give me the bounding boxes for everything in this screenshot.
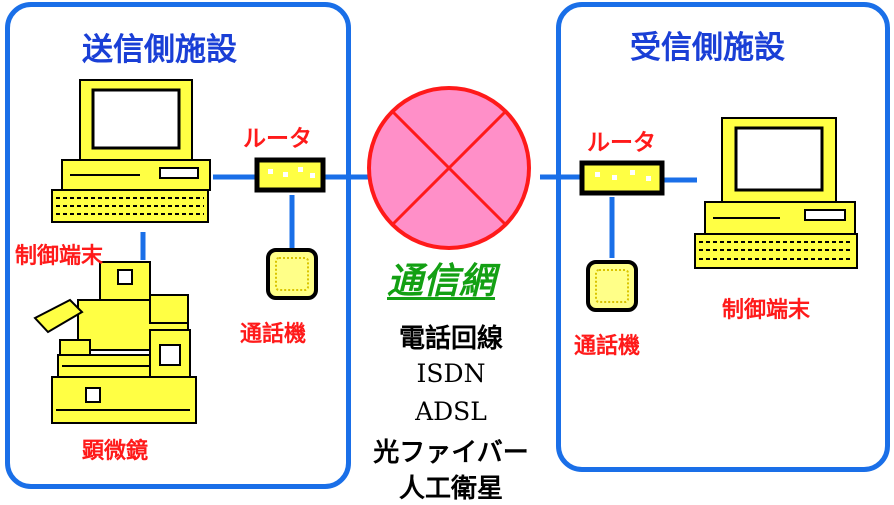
computer-terminal-icon bbox=[51, 79, 211, 223]
computer-terminal-icon-right bbox=[694, 117, 858, 269]
sender-microscope-label: 顕微鏡 bbox=[82, 439, 149, 464]
sender-phone-label: 通話機 bbox=[240, 322, 307, 347]
network-type-satellite: 人工衛星 bbox=[398, 474, 503, 504]
network-type-fiber: 光ファイバー bbox=[373, 438, 529, 468]
sender-facility-title: 送信側施設 bbox=[82, 32, 237, 68]
receiver-terminal-label: 制御端末 bbox=[722, 298, 811, 323]
phone-icon bbox=[266, 248, 318, 300]
receiver-phone-label: 通話機 bbox=[574, 334, 641, 359]
router-icon-right bbox=[579, 160, 665, 196]
sender-facility-frame bbox=[5, 2, 351, 489]
phone-icon-right bbox=[586, 260, 638, 312]
sender-terminal-label: 制御端末 bbox=[15, 244, 104, 269]
sender-router-label: ルータ bbox=[243, 126, 312, 152]
network-cloud-icon bbox=[367, 86, 531, 250]
network-title: 通信網 bbox=[387, 261, 496, 302]
network-type-adsl: ADSL bbox=[415, 397, 487, 426]
microscope-icon bbox=[33, 261, 197, 424]
receiver-router-label: ルータ bbox=[587, 130, 656, 156]
router-icon bbox=[254, 157, 326, 193]
network-type-isdn: ISDN bbox=[416, 359, 486, 388]
receiver-facility-title: 受信側施設 bbox=[630, 30, 785, 66]
network-type-telephone: 電話回線 bbox=[398, 324, 503, 354]
receiver-facility-frame bbox=[556, 2, 890, 472]
